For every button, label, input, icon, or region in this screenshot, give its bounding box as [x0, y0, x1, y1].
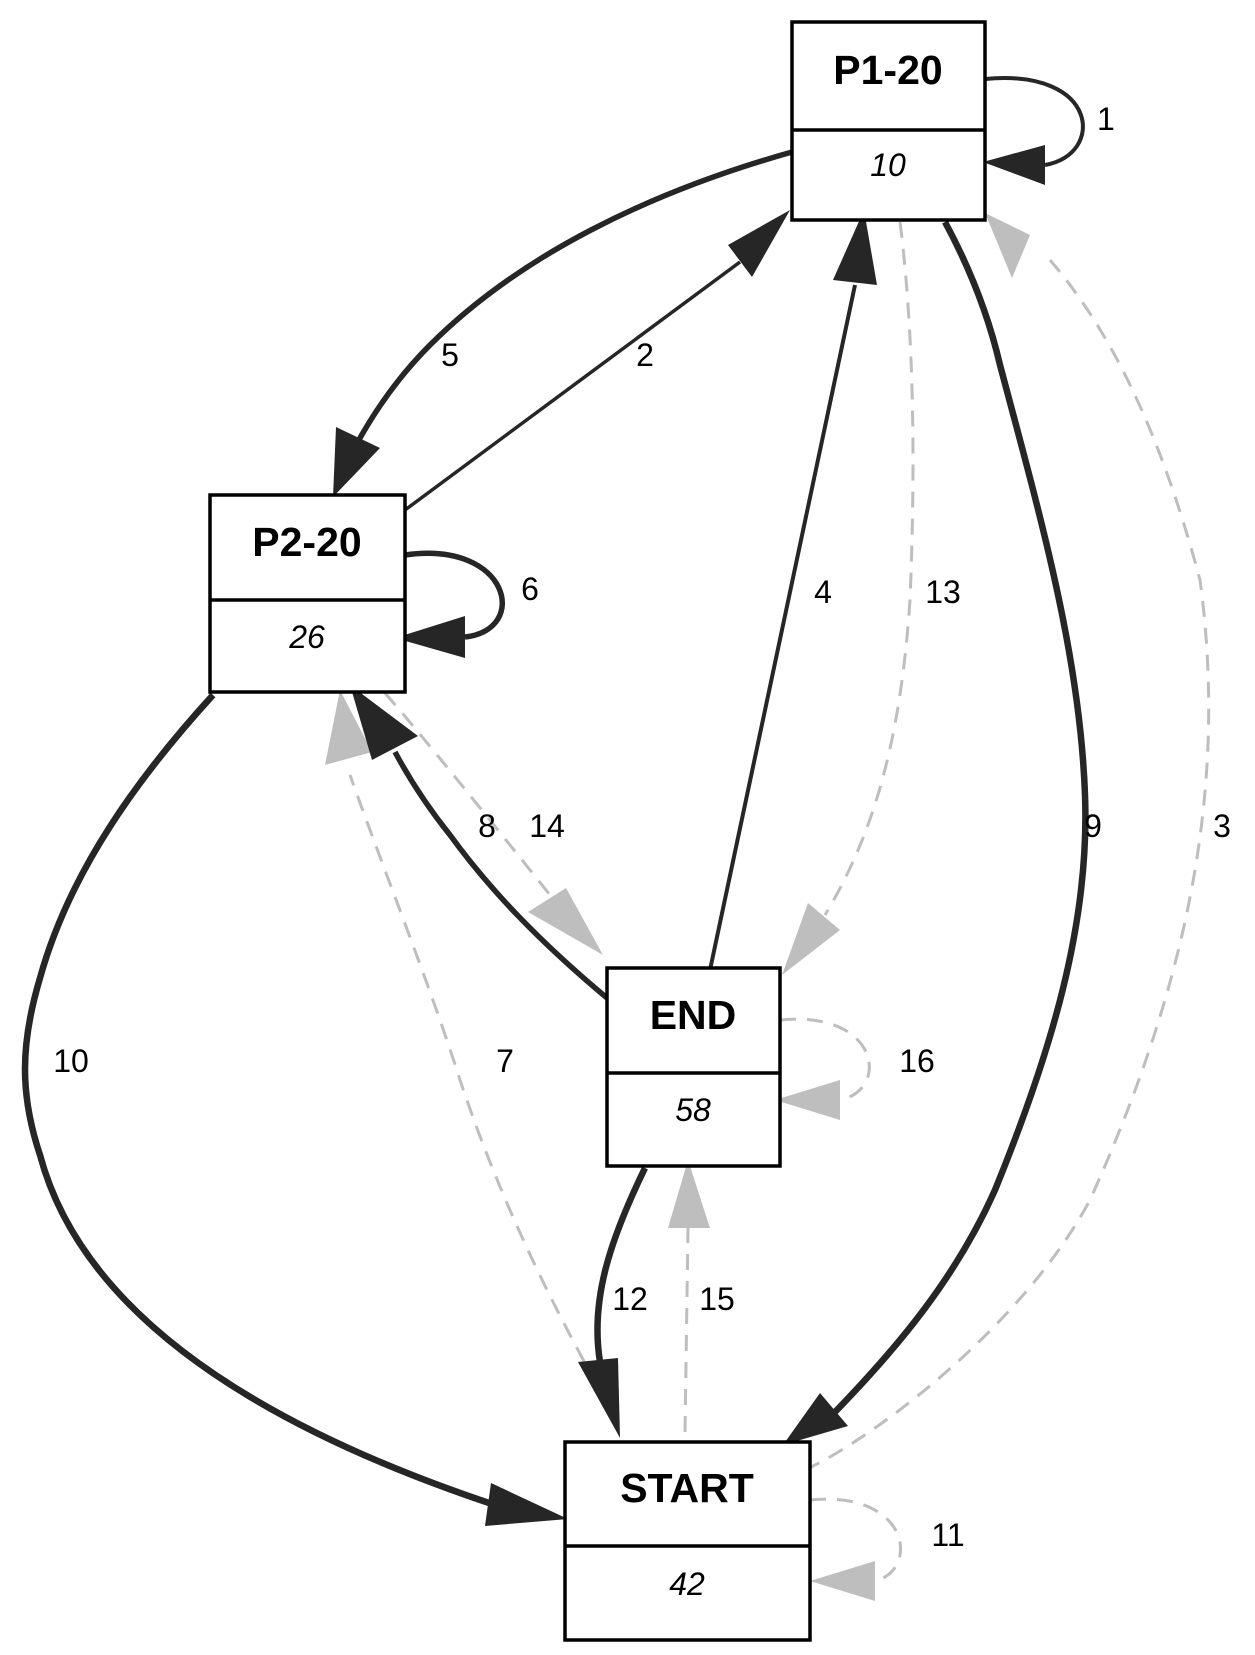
node-start-title: START	[620, 1465, 754, 1511]
node-p2-20-count: 26	[288, 619, 325, 655]
edge-12	[578, 1166, 648, 1438]
edge-2	[403, 210, 790, 512]
edge-label-8: 8	[478, 808, 496, 844]
node-end-title: END	[650, 992, 737, 1038]
edge-3	[804, 213, 1211, 1472]
node-p2-20: P2-20 26	[208, 493, 407, 694]
edge-label-3: 3	[1213, 808, 1231, 844]
node-p2-20-title: P2-20	[252, 519, 361, 565]
edge-14	[383, 692, 603, 955]
node-p1-20: P1-20 10	[790, 20, 987, 222]
node-end-count: 58	[675, 1092, 711, 1128]
edge-10	[21, 692, 568, 1526]
edge-label-1: 1	[1097, 101, 1115, 137]
edge-label-13: 13	[925, 574, 961, 610]
node-p1-20-title: P1-20	[833, 47, 942, 93]
node-start-count: 42	[669, 1566, 705, 1602]
edge-1	[983, 76, 1085, 185]
edge-7	[325, 690, 599, 1386]
node-end: END 58	[605, 966, 782, 1168]
edge-6	[395, 550, 505, 658]
edge-4	[708, 210, 877, 971]
edge-label-11: 11	[931, 1517, 964, 1553]
edge-label-7: 7	[496, 1043, 514, 1079]
edge-16	[775, 1017, 871, 1120]
edge-label-6: 6	[521, 571, 539, 607]
node-start: START 42	[563, 1440, 812, 1642]
edge-9	[783, 220, 1089, 1445]
edge-label-2: 2	[636, 337, 654, 373]
edge-5	[333, 149, 793, 497]
edge-label-4: 4	[814, 574, 832, 610]
node-p1-20-count: 10	[870, 147, 906, 183]
edge-15	[668, 1160, 710, 1433]
edge-8	[350, 685, 609, 1001]
edge-11	[809, 1497, 903, 1601]
edge-13	[782, 221, 915, 975]
edge-label-14: 14	[529, 808, 565, 844]
edge-label-16: 16	[899, 1043, 935, 1079]
edge-label-9: 9	[1084, 808, 1102, 844]
edge-label-12: 12	[612, 1281, 648, 1317]
edge-label-10: 10	[53, 1043, 89, 1079]
edge-label-5: 5	[441, 337, 459, 373]
edge-label-15: 15	[699, 1281, 735, 1317]
